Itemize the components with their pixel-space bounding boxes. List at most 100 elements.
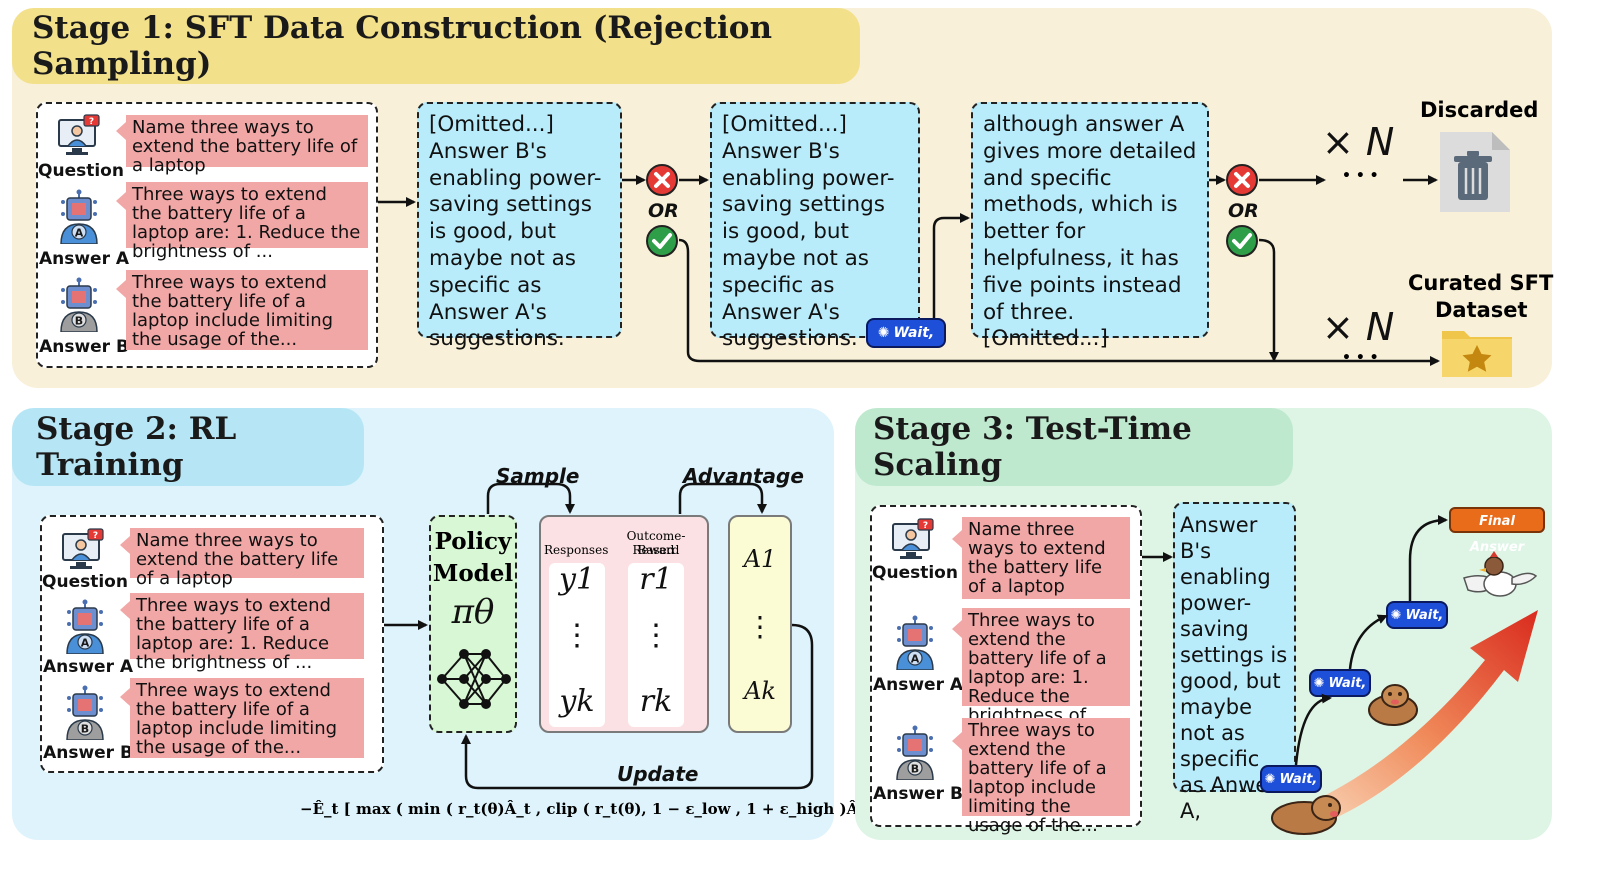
reward-column	[628, 563, 684, 727]
stage1-reasoning-2: [Omitted...] Answer B's enabling power-s…	[710, 102, 920, 351]
reward-r1: r1	[639, 562, 673, 597]
policy-label-2: Model	[432, 560, 514, 587]
stage2-title: Stage 2: RL Training	[36, 411, 237, 483]
spinner-icon: ✺	[877, 325, 890, 341]
stage2-title-tab: Stage 2: RL Training	[12, 408, 364, 486]
trash-icon	[1440, 132, 1510, 212]
stage3-answer-a-label: Answer A	[872, 675, 964, 695]
accept-icon	[1226, 225, 1258, 257]
bubble-pointer	[120, 688, 130, 706]
svg-text:A: A	[911, 653, 920, 666]
robot-b-icon: B	[60, 277, 98, 332]
svg-text:A: A	[81, 637, 90, 650]
bubble-pointer	[116, 122, 126, 140]
responses-column	[549, 563, 605, 727]
wait-badge: ✺Wait,	[866, 318, 946, 348]
bubble-pointer	[952, 732, 962, 750]
stage1-reasoning-3: although answer A gives more detailed an…	[971, 102, 1209, 351]
stage1-title: Stage 1: SFT Data Construction (Rejectio…	[32, 10, 773, 82]
svg-text:B: B	[81, 723, 89, 736]
question-icon: ?	[58, 114, 100, 155]
robot-b-icon: B	[66, 685, 104, 740]
or-label: OR	[648, 200, 679, 222]
stage3-question-text: Name three ways to extend the battery li…	[962, 517, 1130, 599]
bubble-pointer	[120, 536, 130, 554]
neural-network-icon	[437, 649, 511, 709]
question-icon: ?	[62, 528, 104, 569]
reward-vdots: ⋮	[641, 618, 671, 653]
advantage-box	[728, 515, 792, 733]
advantage-a1: A1	[743, 545, 777, 573]
arrow	[1258, 238, 1279, 362]
arrow	[932, 213, 970, 318]
svg-text:B: B	[75, 315, 83, 328]
stage3-answer-b-text: Three ways to extend the battery life of…	[962, 718, 1130, 835]
reject-icon	[1226, 164, 1258, 196]
stage2-answer-a-text: Three ways to extend the battery life of…	[130, 593, 364, 672]
dots-discard: • • •	[1342, 168, 1379, 184]
advantage-ak: Ak	[744, 677, 776, 705]
spinner-icon: ✺	[1390, 607, 1402, 623]
bubble-pointer	[952, 620, 962, 638]
svg-text:?: ?	[93, 531, 98, 541]
robot-a-icon: A	[896, 615, 934, 670]
bird-icon	[1463, 551, 1538, 597]
stage3-answer-b-label: Answer B	[873, 784, 963, 804]
bubble-pointer	[120, 601, 130, 619]
stage3-question-label: Question	[872, 563, 958, 583]
stage3-reasoning: Answer B's enabling power-saving setting…	[1173, 502, 1296, 823]
update-label: Update	[617, 762, 699, 786]
response-yk: yk	[559, 684, 595, 719]
arrow	[1294, 693, 1332, 766]
stage2-answer-b-text: Three ways to extend the battery life of…	[130, 678, 364, 758]
robot-a-icon: A	[66, 599, 104, 654]
stage2-answer-a-label: Answer A	[42, 657, 134, 677]
bubble-pointer	[116, 192, 126, 210]
response-y1: y1	[558, 562, 596, 597]
times-n-curated: × N	[1322, 305, 1395, 349]
policy-model-box	[429, 515, 517, 733]
stage3-answer-a-text: Three ways to extend the battery life of…	[962, 608, 1130, 725]
arrow	[1408, 515, 1448, 601]
times-n-discard: × N	[1322, 120, 1395, 164]
svg-text:?: ?	[923, 521, 928, 531]
policy-label-1: Policy	[434, 528, 512, 555]
responses-label: Responses	[544, 543, 609, 557]
stage1-answer-b-label: Answer B	[39, 337, 129, 357]
robot-b-icon: B	[896, 725, 934, 780]
capybara-icon	[1368, 684, 1418, 726]
wait-label: Wait,	[1328, 675, 1367, 691]
folder-star-icon	[1442, 331, 1512, 377]
wait-label: Wait,	[1279, 771, 1318, 787]
arrow	[486, 482, 575, 514]
wait-badge: ✺Wait,	[1260, 765, 1322, 793]
advantage-vdots: ⋮	[746, 610, 774, 643]
wait-badge: ✺Wait,	[1309, 669, 1371, 697]
stage1-reasoning-1: [Omitted...] Answer B's enabling power-s…	[417, 102, 622, 351]
stage1-answer-b-text: Three ways to extend the battery life of…	[126, 270, 368, 350]
arrow	[1348, 614, 1388, 670]
question-icon: ?	[892, 518, 934, 559]
reject-icon	[646, 164, 678, 196]
policy-symbol: πθ	[451, 592, 495, 632]
response-vdots: ⋮	[562, 618, 592, 653]
stage1-question-label: Question	[38, 161, 124, 181]
stage1-question-text: Name three ways to extend the battery li…	[126, 115, 368, 175]
discarded-label: Discarded	[1420, 98, 1539, 122]
grpo-objective: −Ê_t [ max ( min ( r_t(θ)Â_t , clip ( r_…	[300, 800, 956, 818]
stage2-question-text: Name three ways to extend the battery li…	[130, 528, 364, 588]
stage2-answer-b-label: Answer B	[43, 743, 133, 763]
or-label: OR	[1228, 200, 1259, 222]
spinner-icon: ✺	[1313, 675, 1325, 691]
capybara-icon	[1271, 795, 1341, 835]
stage1-answer-a-label: Answer A	[38, 249, 130, 269]
arrow	[461, 623, 814, 790]
stage1-answer-a-text: Three ways to extend the battery life of…	[126, 182, 368, 261]
reward-label-1: Outcome-Based	[626, 529, 686, 557]
reward-label-2: Reward	[632, 543, 680, 557]
arrow	[678, 482, 767, 514]
curated-label-1: Curated SFT	[1408, 271, 1554, 295]
wait-label: Wait,	[1405, 607, 1444, 623]
arrow	[678, 238, 1440, 366]
spinner-icon: ✺	[1264, 771, 1276, 787]
